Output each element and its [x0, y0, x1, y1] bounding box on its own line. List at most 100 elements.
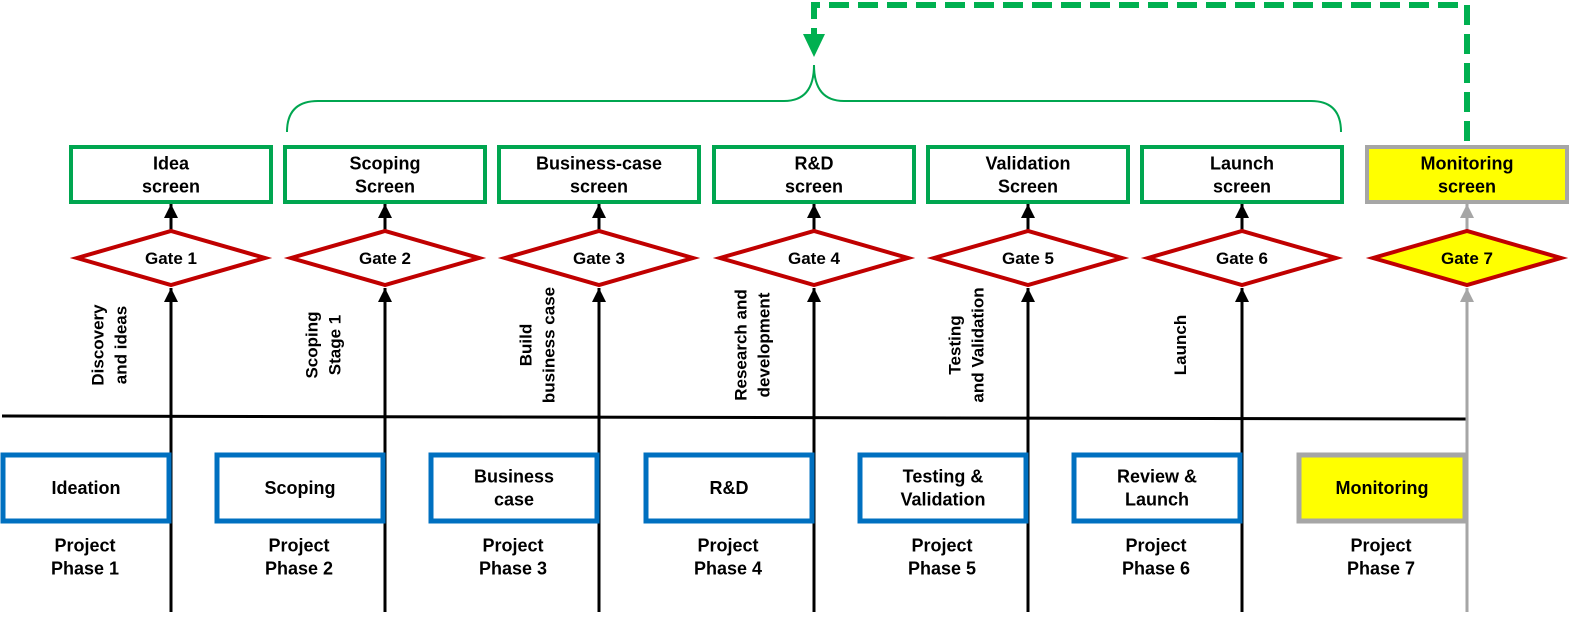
project-phase-label-line-1: Project	[1125, 536, 1186, 556]
gate-diamond-shape	[497, 228, 701, 288]
screen-box-frame	[926, 145, 1130, 204]
gate-label: Gate 7	[1441, 249, 1493, 268]
phase-box-label-line-1: Scoping	[265, 478, 336, 498]
feedback-loop-line	[811, 2, 1470, 141]
phase-box-label-line-2: Launch	[1125, 490, 1189, 510]
activity-label-line-2: Stage 1	[326, 315, 345, 375]
activity-label-line-2: and Validation	[969, 287, 988, 402]
screen-box-label-line-2: Screen	[355, 177, 415, 197]
gate-diamond: Gate 1	[69, 228, 273, 288]
screen-box-label-line-2: screen	[1213, 177, 1271, 197]
phase-box: Scoping	[214, 452, 386, 524]
project-phase-label-line-2: Phase 3	[479, 559, 547, 579]
phase-box-label: Testing & Validation	[900, 467, 985, 510]
screen-box-label-line-1: R&D	[795, 154, 834, 174]
phase-box-label-line-1: Monitoring	[1336, 478, 1429, 498]
gate-label: Gate 2	[359, 249, 411, 268]
phase-box: Monitoring	[1296, 452, 1468, 524]
screen-box-frame	[283, 145, 487, 204]
screen-box-label-line-2: screen	[1438, 177, 1496, 197]
screen-box-label: Monitoring screen	[1421, 154, 1514, 197]
project-phase-label-line-2: Phase 5	[908, 559, 976, 579]
screen-box-label-line-1: Monitoring	[1421, 154, 1514, 174]
phase-box-label-line-1: Testing &	[903, 467, 984, 487]
phase-box-label: Business case	[474, 467, 554, 510]
phase-box: Business case	[428, 452, 600, 524]
project-phase-label-line-2: Phase 6	[1122, 559, 1190, 579]
screen-box-label-line-1: Scoping	[350, 154, 421, 174]
screen-box-label-line-1: Idea	[153, 154, 190, 174]
phase-box-label: Review & Launch	[1117, 467, 1197, 510]
gate-diamond: Gate 4	[712, 228, 916, 288]
activity-label-line-2: development	[755, 292, 774, 397]
phase-box: R&D	[643, 452, 815, 524]
screen-box-frame	[712, 145, 916, 204]
screen-box-label: R&D screen	[785, 154, 843, 197]
activity-label-line-1: Launch	[1171, 315, 1190, 375]
activity-label-line-1: Testing	[946, 315, 965, 374]
phase-box-label-line-1: Business	[474, 467, 554, 487]
phase-box-label-line-1: Review &	[1117, 467, 1197, 487]
phase-box-label: Ideation	[51, 478, 120, 498]
project-phase-label-line-1: Project	[697, 536, 758, 556]
feedback-loop-arrowhead	[803, 34, 825, 57]
screen-box: R&D screen	[712, 145, 916, 204]
gate-label: Gate 5	[1002, 249, 1054, 268]
project-phase-label-line-2: Phase 7	[1347, 559, 1415, 579]
screen-box-label-line-2: Screen	[998, 177, 1058, 197]
phase-box-label-line-2: Validation	[900, 490, 985, 510]
gate-diamond-shape	[1140, 228, 1344, 288]
screen-box-frame	[1365, 145, 1569, 204]
gate-diamond: Gate 2	[283, 228, 487, 288]
gate-label: Gate 3	[573, 249, 625, 268]
gate-label: Gate 4	[788, 249, 841, 268]
screen-box-label-line-1: Business-case	[536, 154, 662, 174]
screen-box-frame	[69, 145, 273, 204]
screen-box-label-line-2: screen	[142, 177, 200, 197]
gate-diamond-shape	[926, 228, 1130, 288]
activity-label: Launch	[1171, 315, 1190, 375]
gate-diamond: Gate 6	[1140, 228, 1344, 288]
gate-diamond-shape	[1365, 228, 1569, 288]
phase-box-label: Monitoring	[1336, 478, 1429, 498]
phase-box-label-line-2: case	[494, 490, 534, 510]
activity-label-line-2: business case	[540, 287, 559, 403]
phase-box-frame	[1296, 452, 1468, 524]
phase-box-frame	[857, 452, 1029, 524]
phase-box-frame	[643, 452, 815, 524]
project-phase-label-line-2: Phase 2	[265, 559, 333, 579]
project-phase-label-line-1: Project	[1350, 536, 1411, 556]
phase-divider-line	[1, 414, 1467, 421]
screen-box-label-line-2: screen	[785, 177, 843, 197]
phase-box-label: Scoping	[265, 478, 336, 498]
activity-label-line-1: Build	[517, 324, 536, 367]
phase-box-frame	[214, 452, 386, 524]
activity-label-line-1: Discovery	[89, 304, 108, 386]
gate-diamond-shape	[283, 228, 487, 288]
project-phase-label-line-1: Project	[911, 536, 972, 556]
phase-box-frame	[428, 452, 600, 524]
project-phase-label-line-1: Project	[54, 536, 115, 556]
gate-diamond: Gate 5	[926, 228, 1130, 288]
gate-diamond: Gate 3	[497, 228, 701, 288]
